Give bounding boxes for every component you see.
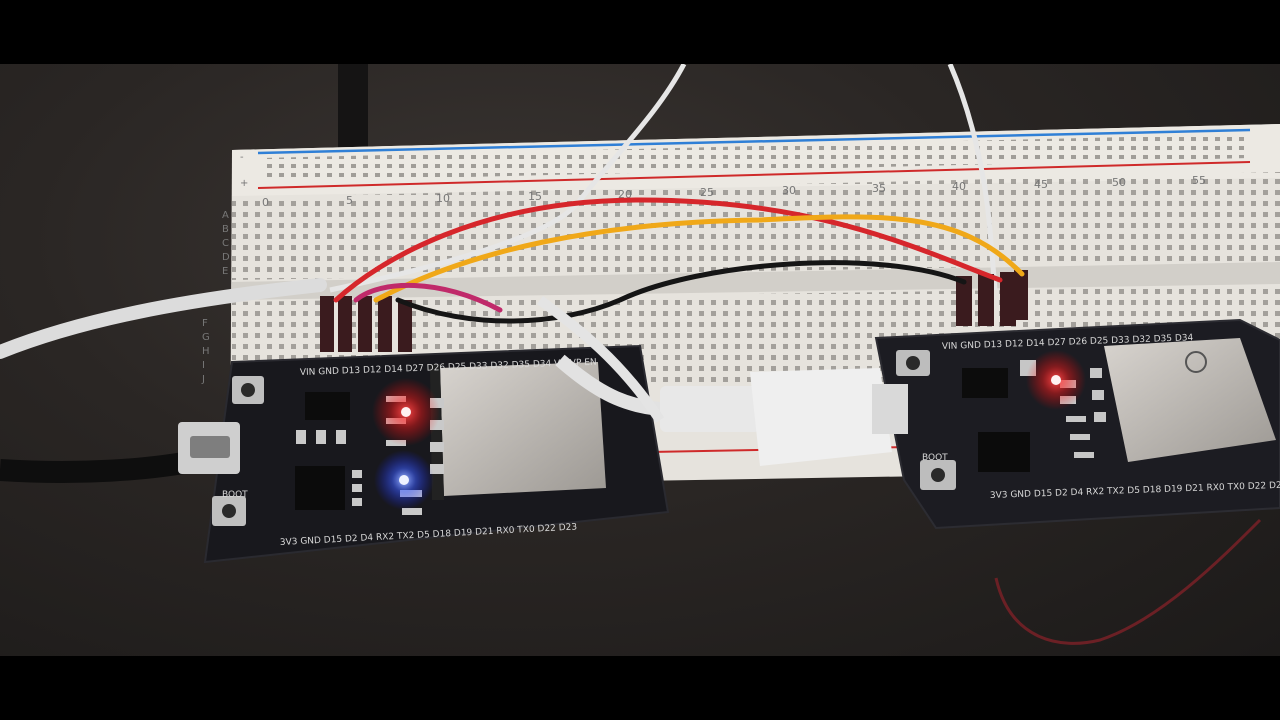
column-number: 5 <box>346 194 353 207</box>
usb-cable-left <box>0 278 327 359</box>
rail-plus-label: + <box>240 178 248 189</box>
wire-black <box>395 260 967 324</box>
regulator-right <box>962 368 1008 398</box>
column-number: 45 <box>1034 178 1048 191</box>
row-letter: J <box>201 374 205 385</box>
esp32-module-right <box>1104 338 1276 462</box>
row-letter: H <box>202 346 210 357</box>
column-number: 15 <box>528 190 542 203</box>
row-letter: D <box>222 252 230 263</box>
column-number: 50 <box>1112 176 1126 189</box>
jumper-wires <box>333 197 1025 324</box>
boot-label-right: BOOT <box>922 453 948 463</box>
rail-minus-label: - <box>240 152 244 163</box>
column-number: 10 <box>436 192 450 205</box>
row-letter: E <box>222 266 228 277</box>
row-letter: C <box>222 238 229 249</box>
esp32-module-left <box>440 362 606 496</box>
desk-shadow <box>338 64 368 154</box>
letterbox-bottom <box>0 656 1280 720</box>
usb-cable-dark <box>0 449 203 483</box>
white-wire-top-right <box>947 64 998 291</box>
column-number: 30 <box>782 184 796 197</box>
row-letter: A <box>222 210 229 221</box>
wire-yellow <box>373 214 1025 303</box>
boot-label-left: BOOT <box>222 490 248 500</box>
esp32-board-left: BOOT VIN GND D13 D12 D14 D27 D26 D25 D33… <box>178 296 670 564</box>
column-number: 55 <box>1192 174 1206 187</box>
row-letter: B <box>222 224 229 235</box>
usb-uart-chip-right <box>978 432 1030 472</box>
column-number: 0 <box>262 196 269 209</box>
header-pins-left <box>320 296 412 352</box>
usb-cable-left-loop <box>536 296 665 423</box>
usb-uart-chip-left <box>295 466 345 510</box>
esp32-board-right: BOOT VIN GND D13 D12 D14 D27 D26 D25 D33… <box>874 270 1280 645</box>
row-letter: F <box>202 318 208 329</box>
micro-usb-plug <box>872 384 908 434</box>
row-letter: G <box>202 332 210 343</box>
wire-magenta <box>353 282 503 313</box>
letterbox-top <box>0 0 1280 64</box>
wire-red <box>333 197 1003 303</box>
regulator-left <box>305 392 350 420</box>
column-number: 25 <box>700 186 714 199</box>
usb-cable-right <box>555 354 908 466</box>
row-letter: I <box>202 360 205 371</box>
column-number: 40 <box>952 180 966 193</box>
photo-scene: + - 0 5 10 15 20 25 30 35 40 45 50 55 A … <box>0 64 1280 656</box>
wire-under-right <box>994 518 1262 645</box>
header-pins-right <box>956 270 1028 326</box>
breadboard-row-letters: A B C D E F G H I J <box>201 210 230 385</box>
column-number: 35 <box>872 182 886 195</box>
scene-svg: + - 0 5 10 15 20 25 30 35 40 45 50 55 A … <box>0 64 1280 645</box>
